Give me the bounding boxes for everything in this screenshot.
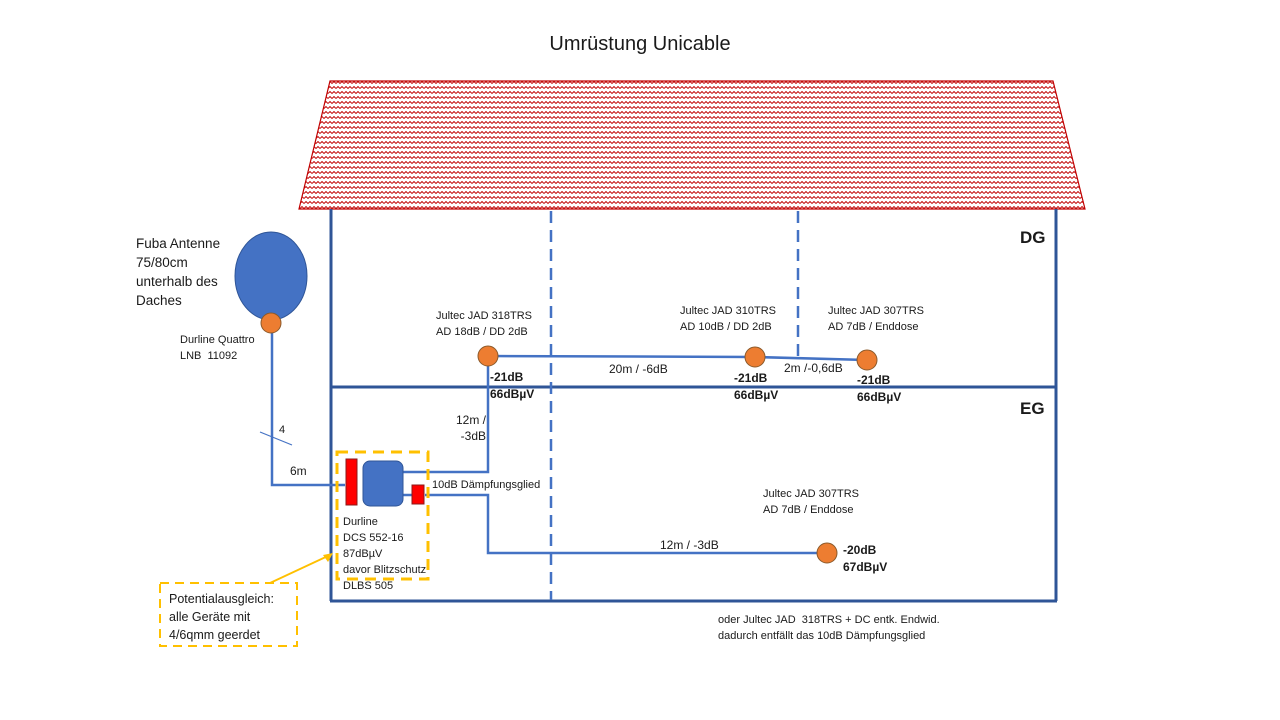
grounding-note-box <box>159 582 298 647</box>
outlet-node <box>856 349 878 371</box>
roof <box>298 80 1086 210</box>
eg-segment-label: 12m / -3dB <box>660 538 719 552</box>
floor-label-eg: EG <box>1020 399 1045 418</box>
dg-segment-a-label: 20m / -6dB <box>609 362 668 376</box>
outlet-node <box>816 542 838 564</box>
attenuator <box>411 484 425 505</box>
riser-segment-label: 12m / -3dB <box>456 413 487 443</box>
outlet-3-level: -21dB 66dBµV <box>857 373 902 404</box>
outlet-4-device: Jultec JAD 307TRS AD 7dB / Enddose <box>763 488 859 516</box>
outlet-3-device: Jultec JAD 307TRS AD 7dB / Enddose <box>828 305 924 333</box>
antenna-dish <box>234 231 308 321</box>
outlet-node <box>477 345 499 367</box>
cable-count-label: 4 <box>279 424 286 436</box>
outlet-2-level: -21dB 66dBµV <box>734 371 779 402</box>
multiswitch-box <box>362 460 404 507</box>
cable-eg <box>425 493 827 555</box>
outlet-2-device: Jultec JAD 310TRS AD 10dB / DD 2dB <box>680 305 776 333</box>
multiswitch-label: Durline DCS 552-16 87dBµV davor Blitzsch… <box>343 516 427 592</box>
cable-lnb-to-switch <box>270 323 345 487</box>
page-title: Umrüstung Unicable <box>549 33 731 55</box>
lnb-node <box>260 312 282 334</box>
outlet-node <box>744 346 766 368</box>
outlet-4-level: -20dB 67dBµV <box>843 543 888 574</box>
grounding-note: Potentialausgleich: alle Geräte mit 4/6q… <box>169 592 274 642</box>
cable-riser <box>402 357 490 474</box>
lightning-protector <box>345 458 358 506</box>
attenuator-label: 10dB Dämpfungsglied <box>432 479 541 491</box>
outlet-1-device: Jultec JAD 318TRS AD 18dB / DD 2dB <box>436 310 532 338</box>
dg-segment-b-label: 2m /-0,6dB <box>784 361 843 375</box>
room-dividers <box>549 211 800 600</box>
lnb-label: Durline Quattro LNB 11092 <box>180 334 255 362</box>
cable-length-label: 6m <box>290 464 307 478</box>
antenna-label: Fuba Antenne 75/80cm unterhalb des Dache… <box>136 236 221 308</box>
cable-count-mark <box>259 431 293 446</box>
outlet-1-level: -21dB 66dBµV <box>490 370 535 401</box>
alternative-note: oder Jultec JAD 318TRS + DC entk. Endwid… <box>718 614 940 642</box>
house-walls <box>329 209 1058 603</box>
grounding-zone <box>335 450 430 581</box>
floor-label-dg: DG <box>1020 228 1046 247</box>
outlet-nodes <box>260 312 878 564</box>
